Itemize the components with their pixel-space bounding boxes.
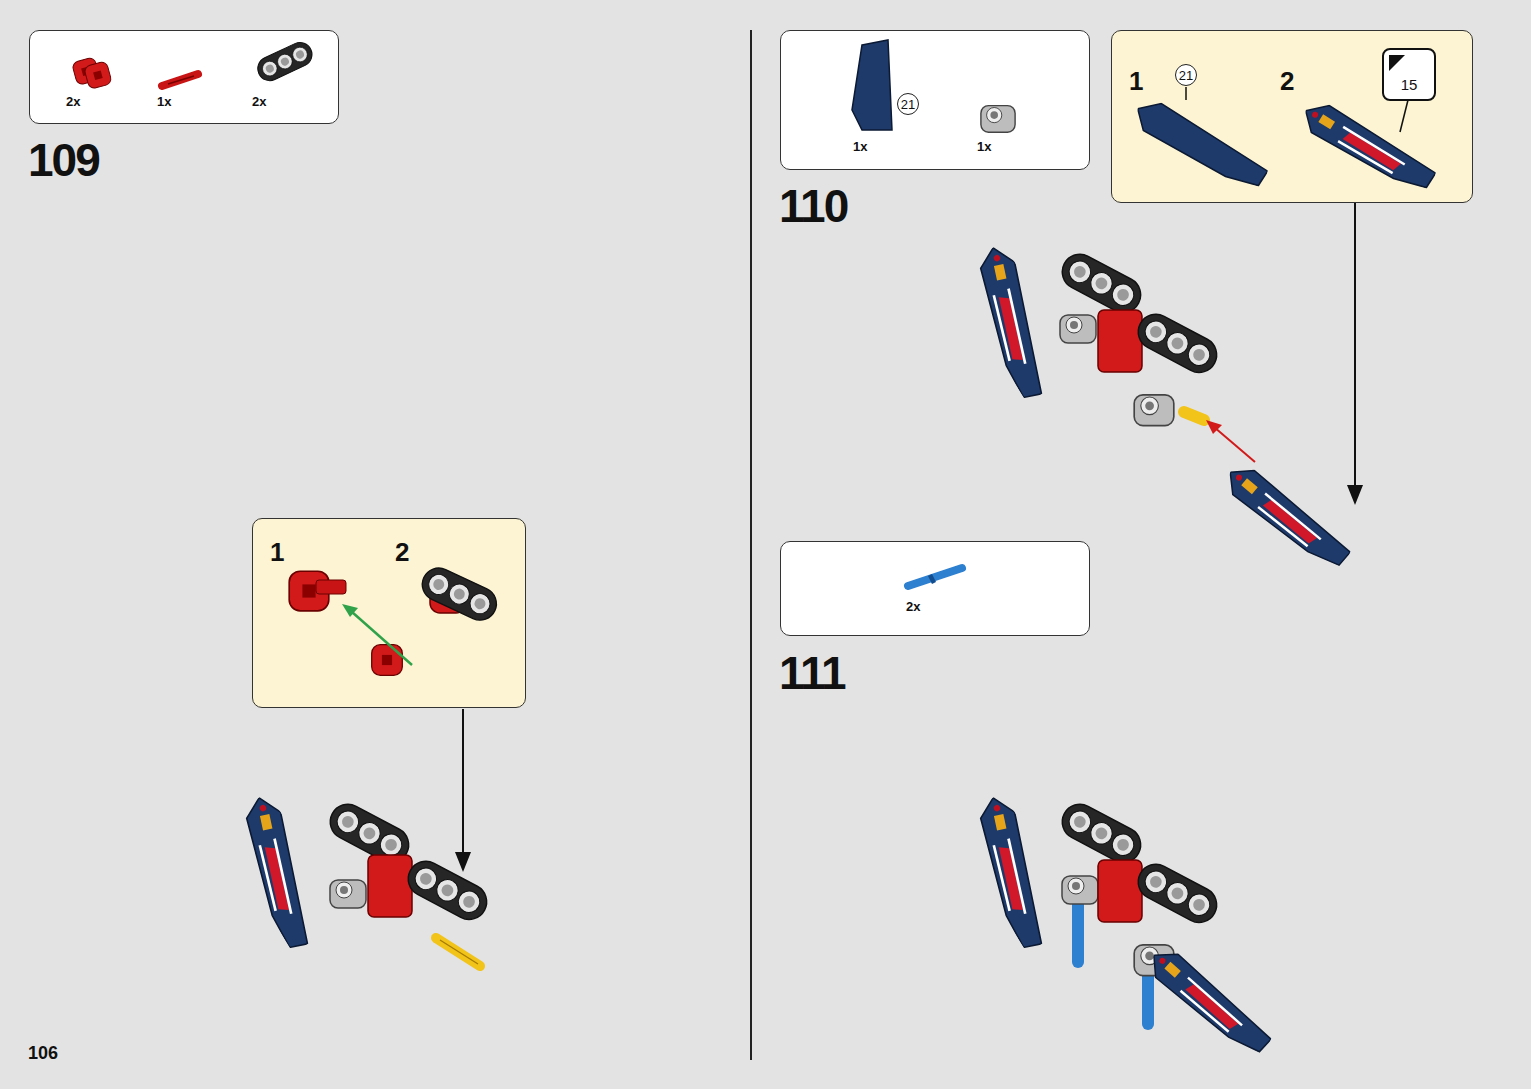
substep-number: 2 [1280, 68, 1294, 94]
substep-number: 2 [395, 539, 409, 565]
substep-number: 1 [1129, 68, 1143, 94]
substep-callout: 1 21 2 15 [1111, 30, 1473, 203]
page-number: 106 [28, 1043, 58, 1063]
parts-list-box: 21 1x 1x [780, 30, 1090, 170]
parts-list-box: 2x 1x 2x [29, 30, 339, 124]
part-number: 21 [1175, 64, 1197, 86]
quantity: 1x [853, 140, 867, 154]
quantity: 1x [157, 95, 171, 109]
step-number: 111 [779, 650, 845, 696]
step-number: 109 [28, 137, 99, 183]
substep-callout: 12 [252, 518, 526, 708]
quantity: 1x [977, 140, 991, 154]
quantity: 2x [66, 95, 80, 109]
part-number: 21 [897, 93, 919, 115]
sticker-number: 15 [1396, 76, 1422, 94]
substep-number: 1 [270, 539, 284, 565]
quantity: 2x [252, 95, 266, 109]
step-number: 110 [779, 183, 847, 229]
quantity: 2x [906, 600, 920, 614]
parts-list-box: 2x [780, 541, 1090, 636]
